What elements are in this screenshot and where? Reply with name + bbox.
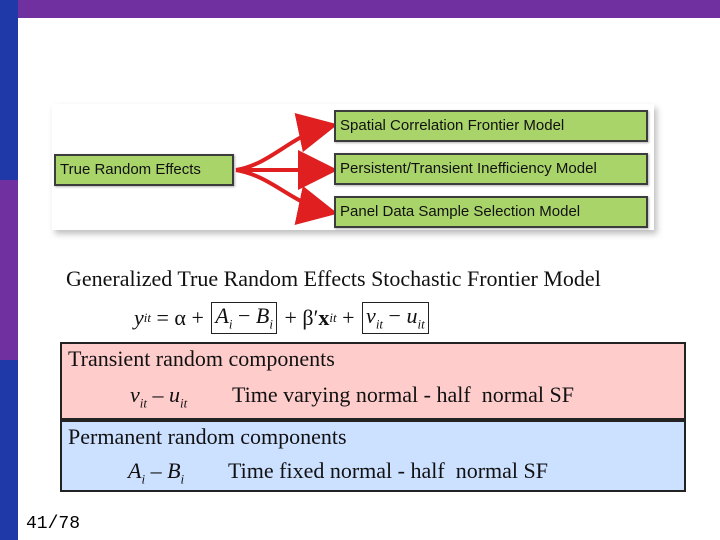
left-accent-bar [0,0,18,540]
top-accent-bar [0,0,720,18]
sym-u: u [169,382,180,407]
page-number: 41/78 [26,514,81,534]
left-bar-segment [0,0,18,180]
left-bar-segment [0,360,18,540]
eq-plus: + [185,305,210,330]
permanent-title: Permanent random components [68,424,347,449]
eq-alpha: α [174,305,186,330]
sub-it: it [180,395,188,411]
eq-minus: − [232,303,256,329]
eq-x: x [318,305,330,330]
eq-transient-term: vit − uit [362,302,429,334]
eq-beta: β′ [302,305,319,330]
model-title: Generalized True Random Effects Stochast… [66,266,601,291]
transient-symbols: vit – uit [130,382,187,411]
arrow-to-panel-data-selection [235,168,338,225]
eq-sub-i: i [269,316,273,332]
panel-data-selection-box: Panel Data Sample Selection Model [334,196,648,228]
sub-it: it [139,395,147,411]
eq-sub-it: it [143,310,151,325]
eq-y: y [134,305,144,330]
sym-v: v [130,382,140,407]
eq-sub-it: it [417,316,425,332]
eq-sub-i: i [228,316,233,332]
left-bar-segment [0,180,18,360]
transient-components-box: Transient random components vit – uit Ti… [60,342,686,420]
model-diagram: True Random Effects Spatial Correlation … [52,104,654,230]
sym-minus: – [147,382,169,407]
permanent-description: Time fixed normal - half normal SF [228,458,548,483]
sym-A: A [128,458,142,483]
eq-u: u [406,303,418,329]
arrow-to-spatial-correlation [235,113,338,172]
diagram-arrows [235,113,338,225]
transient-title: Transient random components [68,346,335,371]
persistent-transient-box: Persistent/Transient Inefficiency Model [334,153,648,185]
permanent-components-box: Permanent random components Ai – Bi Time… [60,420,686,492]
sym-B: B [167,458,181,483]
eq-sub-it: it [329,310,337,325]
eq-v: v [366,303,376,329]
eq-plus: + [336,305,361,330]
eq-permanent-term: Ai − Bi [211,302,277,334]
eq-sub-it: it [375,316,384,332]
sub-i: i [180,471,185,487]
spatial-correlation-box: Spatial Correlation Frontier Model [334,110,648,142]
permanent-symbols: Ai – Bi [128,458,184,487]
eq-minus: − [383,303,407,329]
eq-plus: + [278,305,303,330]
eq-B: B [255,303,270,329]
transient-description: Time varying normal - half normal SF [232,382,574,407]
sub-i: i [141,471,146,487]
eq-A: A [215,303,229,329]
true-random-effects-box: True Random Effects [54,154,234,186]
eq-equals: = [151,305,175,330]
sym-minus: – [145,458,168,483]
